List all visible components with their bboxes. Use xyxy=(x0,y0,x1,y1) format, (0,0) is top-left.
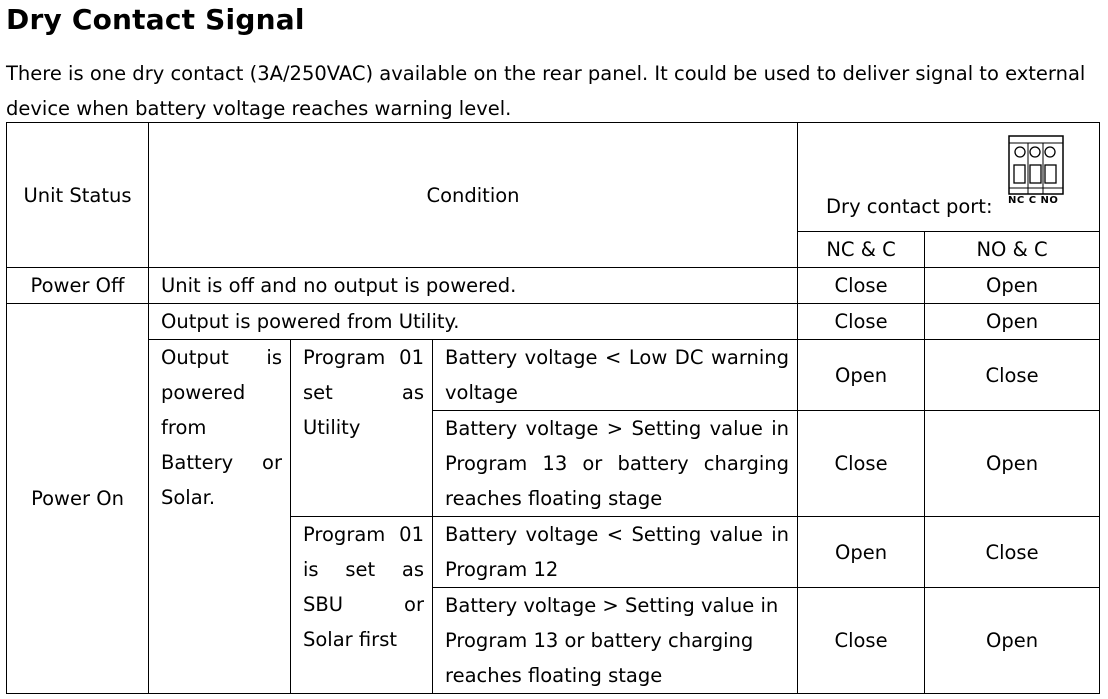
nc-c-cell: Open xyxy=(797,516,926,588)
table-row: Power On Output is powered from Utility.… xyxy=(6,303,1101,694)
header-unit-status: Unit Status xyxy=(6,122,149,268)
nc-c-cell: Close xyxy=(797,587,926,694)
intro-paragraph: There is one dry contact (3A/250VAC) ava… xyxy=(6,62,1086,120)
nc-c-cell: Close xyxy=(797,267,926,304)
header-no-c: NO & C xyxy=(924,231,1101,268)
condition-cell: Unit is off and no output is powered. xyxy=(147,267,799,304)
header-port: Dry contact port: NC C NO xyxy=(797,122,1101,232)
no-c-cell: Open xyxy=(924,410,1101,517)
no-c-cell: Close xyxy=(924,516,1101,588)
dry-contact-table: Unit Status Condition Dry contact port: xyxy=(6,122,1101,694)
nc-c-cell: Close xyxy=(797,410,926,517)
connector-label: NC C NO xyxy=(1008,195,1059,206)
status-power-off: Power Off xyxy=(6,267,149,304)
port-label: Dry contact port: xyxy=(826,195,993,218)
condition-cell: Battery voltage < Low DC warning voltage xyxy=(431,339,799,411)
battery-solar-label: Output is powered from Battery or Solar. xyxy=(148,339,291,694)
table-row: Battery voltage > Setting value in Progr… xyxy=(7,410,1101,517)
program-sbu-label: Program 01 is set as SBU or Solar first xyxy=(290,516,433,694)
nc-c-cell: Open xyxy=(797,339,926,411)
header-nc-c: NC & C xyxy=(797,231,926,268)
terminal-connector-icon xyxy=(1008,135,1064,195)
header-subrow: NC & C NO & C xyxy=(7,231,1101,268)
status-power-on: Power On xyxy=(6,303,149,694)
table-row: Program 01 is set as SBU or Solar first … xyxy=(7,516,1101,694)
table-row: Output is powered from Battery or Solar.… xyxy=(7,339,1101,694)
condition-cell: Battery voltage > Setting value in Progr… xyxy=(431,410,799,517)
no-c-cell: Open xyxy=(924,303,1101,340)
no-c-cell: Open xyxy=(924,267,1101,304)
condition-cell: Battery voltage < Setting value in Progr… xyxy=(431,516,799,588)
condition-cell: Battery voltage > Setting value in Progr… xyxy=(431,587,799,694)
condition-cell: Output is powered from Utility. xyxy=(147,303,799,340)
header-condition: Condition xyxy=(147,122,799,268)
no-c-cell: Close xyxy=(924,339,1101,411)
program-utility-label: Program 01 set as Utility xyxy=(290,339,433,517)
nc-c-cell: Close xyxy=(797,303,926,340)
no-c-cell: Open xyxy=(924,587,1101,694)
page-title: Dry Contact Signal xyxy=(6,3,305,36)
table-row: Power Off Unit is off and no output is p… xyxy=(6,267,1101,304)
table-row: Battery voltage > Setting value in Progr… xyxy=(7,587,1101,694)
header-row: Unit Status Condition Dry contact port: xyxy=(6,122,1101,268)
